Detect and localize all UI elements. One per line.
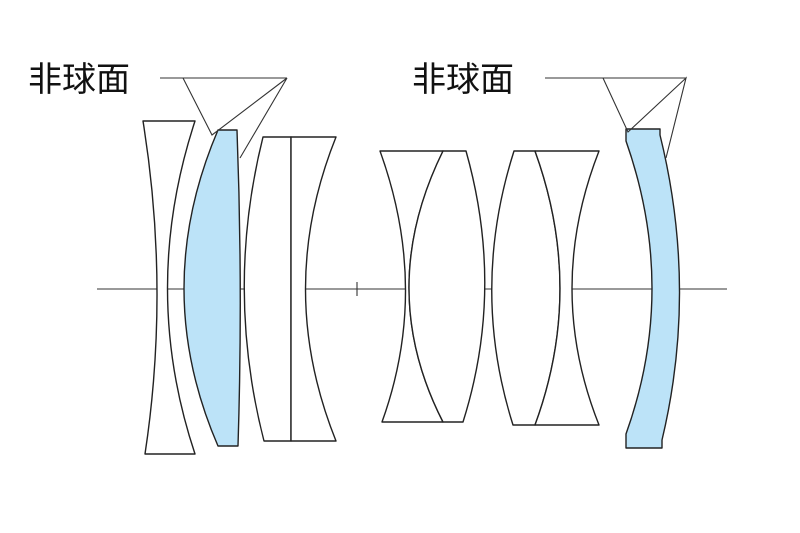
lens-element-4 <box>290 136 337 442</box>
aspherical-label-right: 非球面 <box>412 60 514 100</box>
leader-line-left-triangle <box>182 77 288 159</box>
aspherical-label-left: 非球面 <box>28 60 130 100</box>
lens-element-9-aspherical <box>625 128 681 449</box>
lens-element-2-aspherical <box>183 129 241 447</box>
lens-element-8 <box>534 150 600 426</box>
lens-element-3 <box>243 136 292 442</box>
leader-line-right-triangle <box>602 76 687 159</box>
lens-element-1 <box>142 120 196 455</box>
lens-element-6 <box>408 150 486 423</box>
